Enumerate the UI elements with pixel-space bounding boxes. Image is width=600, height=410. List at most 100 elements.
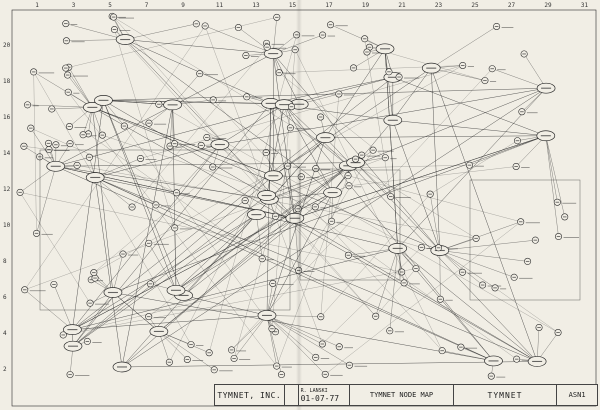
access-line — [429, 194, 440, 251]
column-number: 27 — [507, 2, 516, 9]
access-line — [65, 23, 126, 40]
access-line — [65, 17, 277, 69]
trunk-line — [55, 53, 274, 167]
access-line — [204, 25, 323, 345]
column-number: 15 — [288, 2, 297, 9]
access-line — [95, 177, 133, 208]
access-line — [545, 135, 558, 203]
trunk-line — [125, 39, 274, 54]
trunk-line — [219, 87, 547, 145]
trunk-line — [273, 137, 326, 176]
access-line — [348, 166, 517, 186]
trunk-line — [273, 67, 432, 176]
access-line — [439, 250, 496, 289]
trunk-line — [112, 135, 546, 293]
access-line — [273, 34, 323, 54]
access-line — [266, 315, 340, 347]
company-name: TYMNET, INC. — [215, 385, 285, 405]
access-line — [95, 177, 156, 206]
access-line — [492, 68, 547, 89]
trunk-line — [72, 175, 274, 347]
trunk-line — [325, 48, 386, 138]
access-line — [431, 26, 497, 69]
trunk-line — [72, 248, 398, 330]
column-number: 7 — [144, 2, 149, 9]
access-line — [231, 68, 493, 351]
access-line — [172, 104, 175, 144]
trunk-line — [269, 87, 547, 200]
trunk-line — [72, 103, 271, 347]
column-number: 21 — [398, 2, 406, 9]
trunk-line — [103, 87, 547, 101]
access-line — [469, 135, 546, 166]
brand-name: TYMNET — [454, 385, 558, 405]
trunk-line — [272, 53, 296, 219]
column-number: 17 — [325, 2, 333, 9]
access-line — [322, 247, 422, 345]
column-number: 9 — [181, 2, 185, 9]
access-line — [430, 140, 518, 195]
trunk-line — [124, 39, 295, 219]
trunk-line — [384, 48, 398, 249]
trunk-line — [72, 144, 221, 330]
access-line — [67, 74, 93, 108]
access-line — [148, 216, 276, 317]
trunk-line — [112, 292, 160, 332]
access-line — [158, 331, 188, 360]
access-line — [355, 162, 391, 197]
scale-box — [285, 385, 299, 405]
access-line — [24, 157, 386, 290]
trunk-line — [72, 292, 114, 347]
access-line — [375, 248, 398, 317]
access-line — [320, 194, 431, 317]
trunk-line — [121, 165, 349, 368]
access-line — [375, 268, 417, 317]
trunk-line — [121, 214, 257, 368]
access-line — [545, 135, 559, 237]
trunk-line — [284, 104, 349, 166]
region-box — [469, 179, 581, 301]
drawing-date: 01-07-77 — [300, 393, 340, 403]
trunk-line — [55, 166, 494, 362]
trunk-line — [384, 48, 394, 121]
trunk-line — [294, 135, 546, 219]
access-line — [66, 39, 126, 41]
column-number: 1 — [35, 2, 39, 9]
trunk-line — [431, 68, 538, 362]
trunk-line — [72, 100, 104, 330]
trunk-line — [95, 177, 494, 362]
access-line — [273, 17, 277, 54]
access-line — [33, 71, 37, 234]
access-line — [347, 175, 521, 222]
access-line — [140, 65, 463, 159]
trunk-line — [355, 162, 440, 251]
trunk-line — [55, 162, 356, 167]
row-number: 14 — [3, 150, 11, 157]
trunk-line — [431, 68, 441, 251]
column-number: 23 — [434, 2, 443, 9]
access-line — [27, 104, 93, 108]
access-line — [158, 331, 215, 370]
access-line — [131, 47, 268, 208]
column-number: 31 — [580, 2, 589, 9]
trunk-line — [175, 218, 295, 291]
access-line — [36, 166, 56, 234]
access-line — [124, 125, 276, 332]
access-line — [23, 146, 49, 150]
access-line — [233, 315, 268, 359]
access-line — [266, 315, 350, 366]
access-line — [276, 175, 349, 367]
trunk-line — [175, 214, 257, 291]
region-box — [299, 169, 401, 281]
column-number: 11 — [215, 2, 224, 9]
access-line — [256, 214, 263, 259]
trunk-line — [103, 100, 177, 291]
row-number: 20 — [3, 42, 11, 49]
access-line — [389, 248, 398, 331]
access-line — [364, 38, 391, 197]
access-line — [266, 315, 277, 367]
column-number: 19 — [361, 2, 370, 9]
access-line — [102, 134, 316, 207]
drawn-by: R. LANSKI — [300, 387, 328, 394]
